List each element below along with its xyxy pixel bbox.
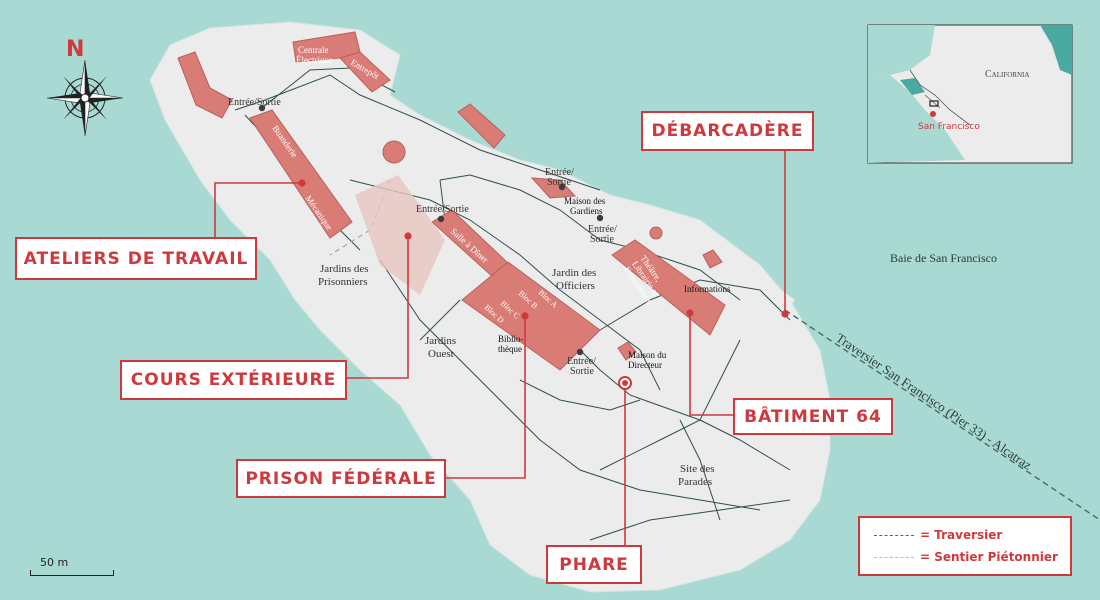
label-baie: Baie de San Francisco <box>890 251 997 265</box>
building-small2 <box>702 249 723 269</box>
label-jardins-ouest-2: Ouest <box>428 348 454 360</box>
label-entree-se: Entrée/Sortie <box>588 224 617 245</box>
compass-rose <box>46 59 124 137</box>
label-jardin-officiers-1: Jardin des <box>552 267 596 279</box>
building-nb <box>457 103 506 149</box>
entrance-se-dot <box>596 214 604 222</box>
label-entree-se-2: Sortie <box>590 234 614 245</box>
entrance-nw-dot <box>258 104 266 112</box>
scale-label: 50 m <box>40 556 69 569</box>
label-informations: Informations <box>684 284 731 294</box>
label-jardins-ouest-1: Jardins <box>425 335 456 347</box>
pier <box>690 230 795 312</box>
callout-ateliers: ATELIERS DE TRAVAIL <box>15 237 257 280</box>
callout-debarcadere: DÉBARCADÈRE <box>641 111 814 151</box>
leader-dots <box>298 179 789 390</box>
label-entree-e-1: Entrée/ <box>545 167 574 178</box>
legend-traversier-line <box>874 534 914 536</box>
label-bibliotheque: Biblio-thèque <box>498 334 524 354</box>
label-entree-s-1: Entrée/ <box>567 356 596 367</box>
label-jardin-prisonniers-1: Jardins des <box>320 263 369 275</box>
label-entree-se-1: Entrée/ <box>588 224 617 235</box>
label-centrale-2: Électrique <box>296 55 333 65</box>
label-jardin-prisonniers-2: Prisonniers <box>318 276 368 288</box>
legend-row-traversier: = Traversier <box>874 528 1002 542</box>
inset-water <box>868 25 935 75</box>
label-maison-directeur-1: Maison du <box>628 350 667 360</box>
label-bibliotheque-1: Biblio- <box>498 334 524 344</box>
label-maison-gardiens-1: Maison des <box>564 196 606 206</box>
label-entree-c: Entrée/Sortie <box>416 204 469 215</box>
label-jardin-officiers-2: Officiers <box>556 280 595 292</box>
legend-traversier-label: = Traversier <box>920 528 1003 542</box>
building-nw <box>177 51 233 119</box>
label-centrale-1: Centrale <box>298 45 329 55</box>
inset-state: California <box>985 69 1029 80</box>
callout-phare: PHARE <box>546 545 642 584</box>
label-entree-e: Entrée/Sortie <box>545 167 574 188</box>
entrance-markers <box>258 104 604 356</box>
building-directeur <box>617 341 637 361</box>
inset-land-left <box>900 78 925 95</box>
label-entree-s-2: Sortie <box>570 366 594 377</box>
footpath <box>329 179 391 256</box>
label-site-parades-2: Parades <box>678 476 712 488</box>
building-entrepot <box>339 51 391 93</box>
buildings <box>177 31 726 371</box>
compass-north-label: N <box>66 37 84 62</box>
label-entree-s: Entrée/Sortie <box>567 356 596 377</box>
callout-prison: PRISON FÉDÉRALE <box>236 459 446 498</box>
label-maison-gardiens-2: Gardiens <box>570 206 603 216</box>
entrance-s-dot <box>576 348 584 356</box>
label-bibliotheque-2: thèque <box>498 344 522 354</box>
label-entree-nw: Entrée/Sortie <box>228 97 281 108</box>
inset-bay <box>868 72 965 163</box>
label-maison-directeur-2: Directeur <box>628 360 662 370</box>
exercise-yard <box>355 175 445 295</box>
label-site-parades-1: Site des <box>680 463 715 475</box>
building-gardiens <box>530 177 577 199</box>
callout-batiment: BÂTIMENT 64 <box>733 398 893 435</box>
legend-sentier-label: = Sentier Piétonnier <box>920 550 1058 564</box>
building-round <box>382 140 406 164</box>
building-small1 <box>649 226 663 240</box>
map-legend: = Traversier = Sentier Piétonnier <box>858 516 1072 576</box>
legend-sentier-line <box>874 556 914 558</box>
inset-highlight-box <box>929 100 939 107</box>
inset-land-top <box>1040 25 1072 75</box>
building-theatre <box>611 239 726 336</box>
ferry-route-line <box>784 309 1100 521</box>
building-buanderie <box>249 109 353 239</box>
building-cellhouse <box>461 261 601 371</box>
legend-row-sentier: = Sentier Piétonnier <box>874 550 1058 564</box>
scale-bar: 50 m <box>30 556 114 576</box>
entrance-c-dot <box>437 215 445 223</box>
inset-city: San Francisco <box>918 122 980 132</box>
inset-map: California San Francisco <box>867 24 1073 164</box>
inset-sf-dot <box>930 111 936 117</box>
callout-cours: COURS EXTÉRIEURE <box>120 360 347 400</box>
label-entree-e-2: Sortie <box>547 177 571 188</box>
entrance-e-dot <box>558 183 566 191</box>
leader-lines <box>214 150 786 545</box>
